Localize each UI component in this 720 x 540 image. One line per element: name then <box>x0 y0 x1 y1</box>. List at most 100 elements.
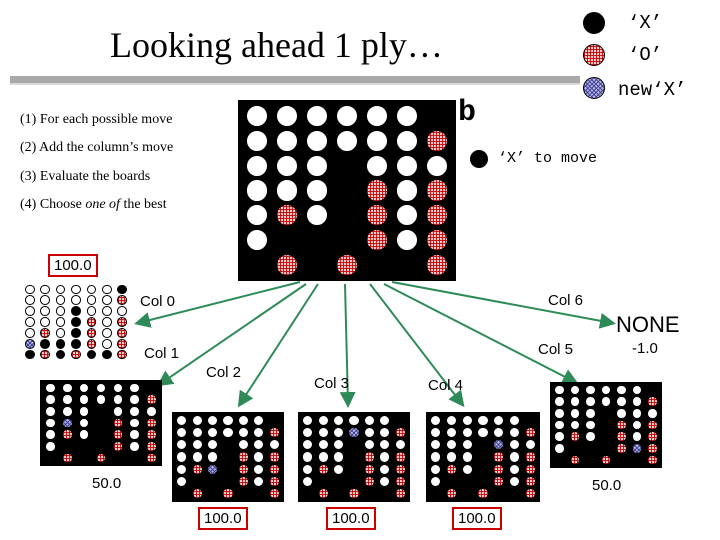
empty-slot <box>71 295 81 306</box>
empty-slot <box>62 406 73 417</box>
empty-slot <box>55 317 66 327</box>
empty-slot <box>191 439 203 451</box>
empty-slot <box>585 419 596 431</box>
x-piece <box>222 439 234 451</box>
x-piece <box>71 306 81 317</box>
o-piece <box>616 419 627 431</box>
empty-slot <box>101 295 112 306</box>
arrow-col-4 <box>369 283 465 408</box>
x-piece <box>146 382 157 394</box>
empty-slot <box>40 284 51 295</box>
empty-slot <box>394 439 406 451</box>
arrow-col-1 <box>156 283 307 387</box>
empty-slot <box>253 451 265 463</box>
x-piece <box>631 454 643 466</box>
empty-slot <box>176 426 188 438</box>
empty-slot <box>45 417 56 429</box>
o-piece <box>146 417 157 429</box>
x-piece <box>394 414 406 426</box>
empty-slot <box>379 426 391 438</box>
step-1: (1) For each possible move <box>20 112 173 127</box>
o-piece <box>237 451 249 463</box>
o-piece <box>191 463 203 475</box>
empty-slot <box>305 154 329 177</box>
empty-slot <box>569 419 581 431</box>
empty-slot <box>222 414 234 426</box>
o-piece <box>71 349 81 360</box>
child-board-col-4 <box>426 412 540 502</box>
empty-slot <box>129 394 140 405</box>
empty-slot <box>569 408 581 419</box>
child-board-col-1 <box>40 380 162 466</box>
x-piece <box>245 253 269 276</box>
empty-slot <box>430 414 442 426</box>
empty-slot <box>112 382 124 394</box>
o-piece <box>394 488 406 500</box>
empty-slot <box>647 408 658 419</box>
empty-slot <box>176 476 188 488</box>
empty-slot <box>554 431 565 442</box>
x-piece <box>95 406 107 417</box>
empty-slot <box>62 394 73 405</box>
o-piece <box>425 228 449 252</box>
o-piece <box>268 488 280 500</box>
x-piece <box>112 452 124 464</box>
o-piece <box>524 476 536 488</box>
empty-slot <box>40 317 51 327</box>
arrow-col-3 <box>339 283 356 408</box>
empty-slot <box>461 414 473 426</box>
x-piece <box>333 488 345 500</box>
empty-slot <box>333 451 345 463</box>
empty-slot <box>395 105 419 128</box>
empty-slot <box>616 408 627 419</box>
legend-x-label: ‘X’ <box>628 12 663 34</box>
x-piece <box>616 454 627 466</box>
empty-slot <box>95 382 107 394</box>
new-x-piece <box>24 338 35 349</box>
legend-new-x-piece-icon <box>583 77 605 99</box>
o-piece <box>363 463 375 475</box>
empty-slot <box>430 476 442 488</box>
x-piece <box>430 488 442 500</box>
o-piece <box>268 476 280 488</box>
empty-slot <box>554 443 565 454</box>
o-piece <box>191 488 203 500</box>
empty-slot <box>631 419 643 431</box>
empty-slot <box>253 426 265 438</box>
empty-slot <box>379 476 391 488</box>
o-piece <box>425 204 449 227</box>
x-piece <box>348 439 360 451</box>
o-piece <box>616 443 627 454</box>
arrow-col-5 <box>383 283 579 384</box>
empty-slot <box>317 439 329 451</box>
child-board-col-5 <box>550 382 662 468</box>
empty-slot <box>253 476 265 488</box>
empty-slot <box>207 414 219 426</box>
o-piece <box>425 253 449 276</box>
empty-slot <box>101 306 112 317</box>
empty-slot <box>40 306 51 317</box>
empty-slot <box>176 414 188 426</box>
child-board-col-3 <box>298 412 410 502</box>
empty-slot <box>305 204 329 227</box>
x-piece <box>363 488 375 500</box>
o-piece <box>62 429 73 440</box>
empty-slot <box>78 406 90 417</box>
empty-slot <box>585 384 596 396</box>
empty-slot <box>24 327 35 338</box>
empty-slot <box>430 426 442 438</box>
empty-slot <box>585 431 596 442</box>
x-piece <box>335 204 359 227</box>
o-piece <box>446 463 458 475</box>
empty-slot <box>395 154 419 177</box>
empty-slot <box>317 426 329 438</box>
o-piece <box>117 327 128 338</box>
label-col-0: Col 0 <box>140 293 176 310</box>
empty-slot <box>45 429 56 440</box>
step-4-before: (4) Choose <box>20 197 86 212</box>
empty-slot <box>55 284 66 295</box>
new-x-piece <box>631 443 643 454</box>
empty-slot <box>302 439 314 451</box>
o-piece <box>493 451 505 463</box>
board-label: b <box>458 96 477 130</box>
